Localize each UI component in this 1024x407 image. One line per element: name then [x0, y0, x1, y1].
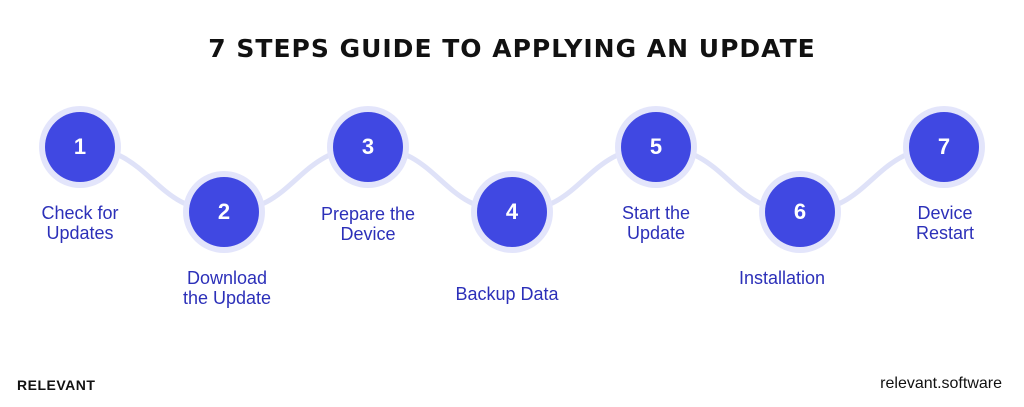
step-5-label-line-1: Start the: [621, 203, 691, 223]
step-6-label: Installation: [702, 268, 862, 288]
step-4-label: Backup Data: [427, 284, 587, 304]
step-2-number-circle: 2: [189, 177, 259, 247]
step-2-label: Download the Update: [147, 268, 307, 308]
step-4-label-line-1: Backup Data: [455, 284, 559, 304]
step-3-number-circle: 3: [333, 112, 403, 182]
step-5-number-circle: 5: [621, 112, 691, 182]
step-1-label-line-2: Updates: [46, 223, 114, 243]
step-4-number-circle: 4: [477, 177, 547, 247]
step-3-label-line-1: Prepare the: [320, 204, 416, 224]
step-5-label-line-2: Update: [626, 223, 686, 243]
step-1-label-line-1: Check for: [41, 203, 119, 223]
step-6-number-circle: 6: [765, 177, 835, 247]
step-3-label: Prepare the Device: [288, 204, 448, 244]
step-5-label: Start the Update: [576, 203, 736, 243]
step-7-label-line-2: Restart: [915, 223, 975, 243]
website-text: relevant.software: [880, 375, 1002, 392]
step-2-label-line-2: the Update: [182, 288, 272, 308]
step-7-number-circle: 7: [909, 112, 979, 182]
step-3-label-line-2: Device: [340, 224, 396, 244]
step-7-label: Device Restart: [865, 203, 1024, 243]
step-1-number-circle: 1: [45, 112, 115, 182]
step-7-label-line-1: Device: [917, 203, 973, 223]
brand-logo-text: RELEVANT: [17, 377, 96, 393]
step-1-label: Check for Updates: [0, 203, 160, 243]
step-6-label-line-1: Installation: [738, 268, 826, 288]
step-2-label-line-1: Download: [186, 268, 268, 288]
page-title: 7 STEPS GUIDE TO APPLYING AN UPDATE: [208, 34, 816, 63]
